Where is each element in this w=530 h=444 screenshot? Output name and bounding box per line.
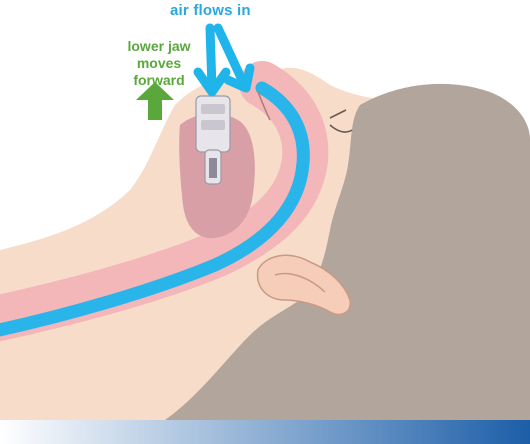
jaw-label-line-1: lower jaw [104,38,214,55]
jaw-label-line-3: forward [104,72,214,89]
jaw-forward-label: lower jaw moves forward [104,38,214,89]
jaw-label-line-2: moves [104,55,214,72]
air-flow-label: air flows in [170,2,251,19]
bottom-gradient-bar [0,420,530,444]
